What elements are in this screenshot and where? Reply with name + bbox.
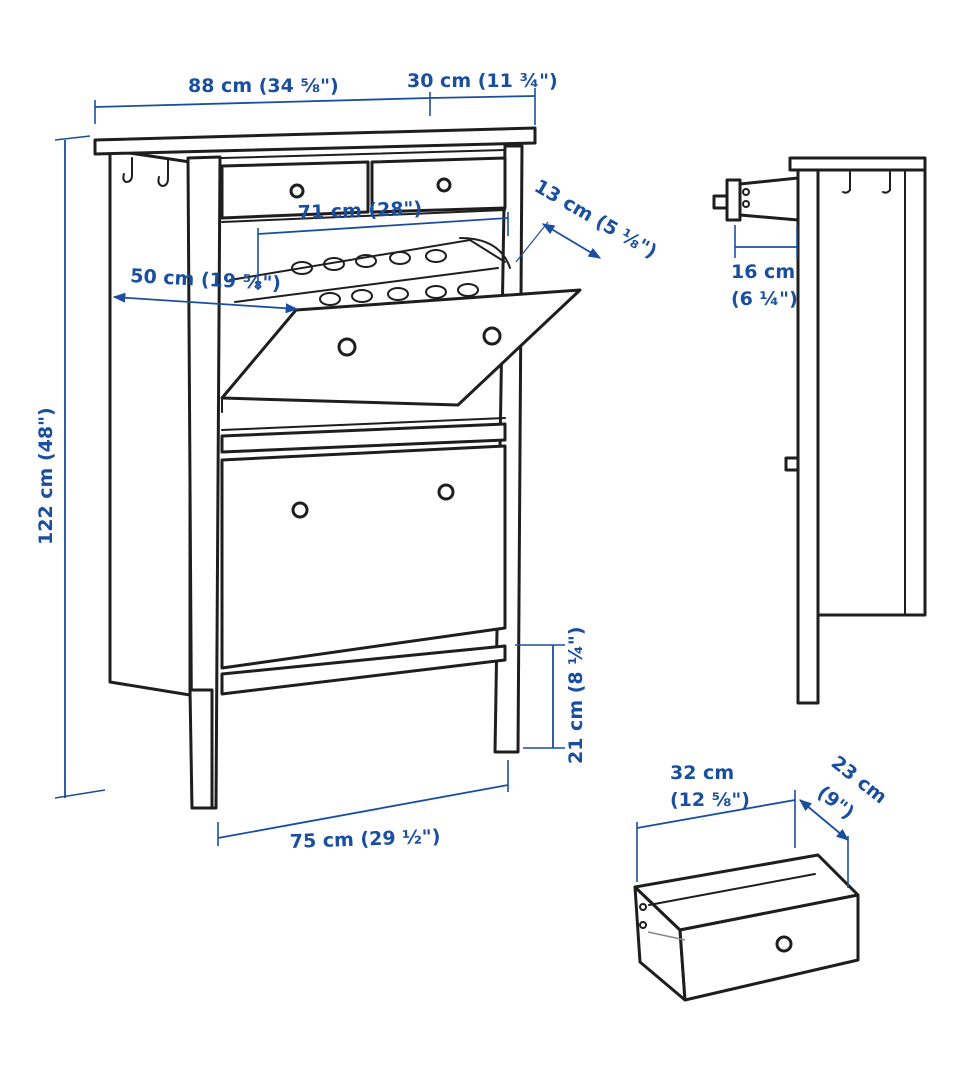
knob-icon (337, 337, 357, 357)
side-top (788, 156, 927, 172)
main-cabinet (93, 126, 582, 810)
side-depth-cm-label: 16 cm (731, 261, 795, 283)
knob-icon (437, 483, 455, 501)
leg-width-label: 75 cm (29 ½") (289, 826, 440, 853)
side-back-panel (816, 168, 927, 617)
leg-height-label: 21 cm (8 ¼") (565, 627, 587, 765)
side-view (712, 156, 927, 705)
knob-icon (291, 501, 309, 519)
open-flap-door (220, 288, 582, 407)
knob-icon (289, 183, 305, 199)
inner-width-label: 71 cm (28") (297, 198, 422, 224)
drawer-detail (633, 853, 860, 1002)
side-drawer-extended (738, 176, 800, 222)
drawer-dimensions (636, 790, 849, 888)
hook-icon (122, 157, 169, 188)
side-depth-in-label: (6 ¼") (731, 288, 798, 310)
flap-depth-label: 13 cm (5 ⅛") (531, 175, 661, 263)
front-left-leg (186, 155, 222, 810)
depth-total-label: 30 cm (11 ¾") (407, 70, 558, 92)
knob-icon (712, 194, 729, 210)
drawer-width-in-label: (12 ⅝") (670, 789, 750, 811)
drawer-front (678, 893, 860, 1002)
top-board (93, 126, 537, 156)
knob-icon (775, 935, 793, 953)
left-side-panel (108, 148, 192, 697)
main-dimension-lines (54, 88, 602, 846)
side-drawer-front (725, 178, 742, 222)
side-dimension (734, 225, 798, 258)
knob-icon (436, 177, 452, 193)
width-total-label: 88 cm (34 ⅝") (188, 75, 339, 97)
knob-icon (784, 456, 800, 472)
knob-icon (482, 326, 502, 346)
side-front-leg (796, 168, 820, 705)
back-left-leg (188, 688, 214, 810)
lower-flap-door (220, 444, 507, 670)
bottom-rail (220, 644, 507, 696)
middle-rail (220, 422, 507, 454)
height-total-label: 122 cm (48") (35, 407, 57, 545)
drawer-width-cm-label: 32 cm (670, 762, 734, 784)
